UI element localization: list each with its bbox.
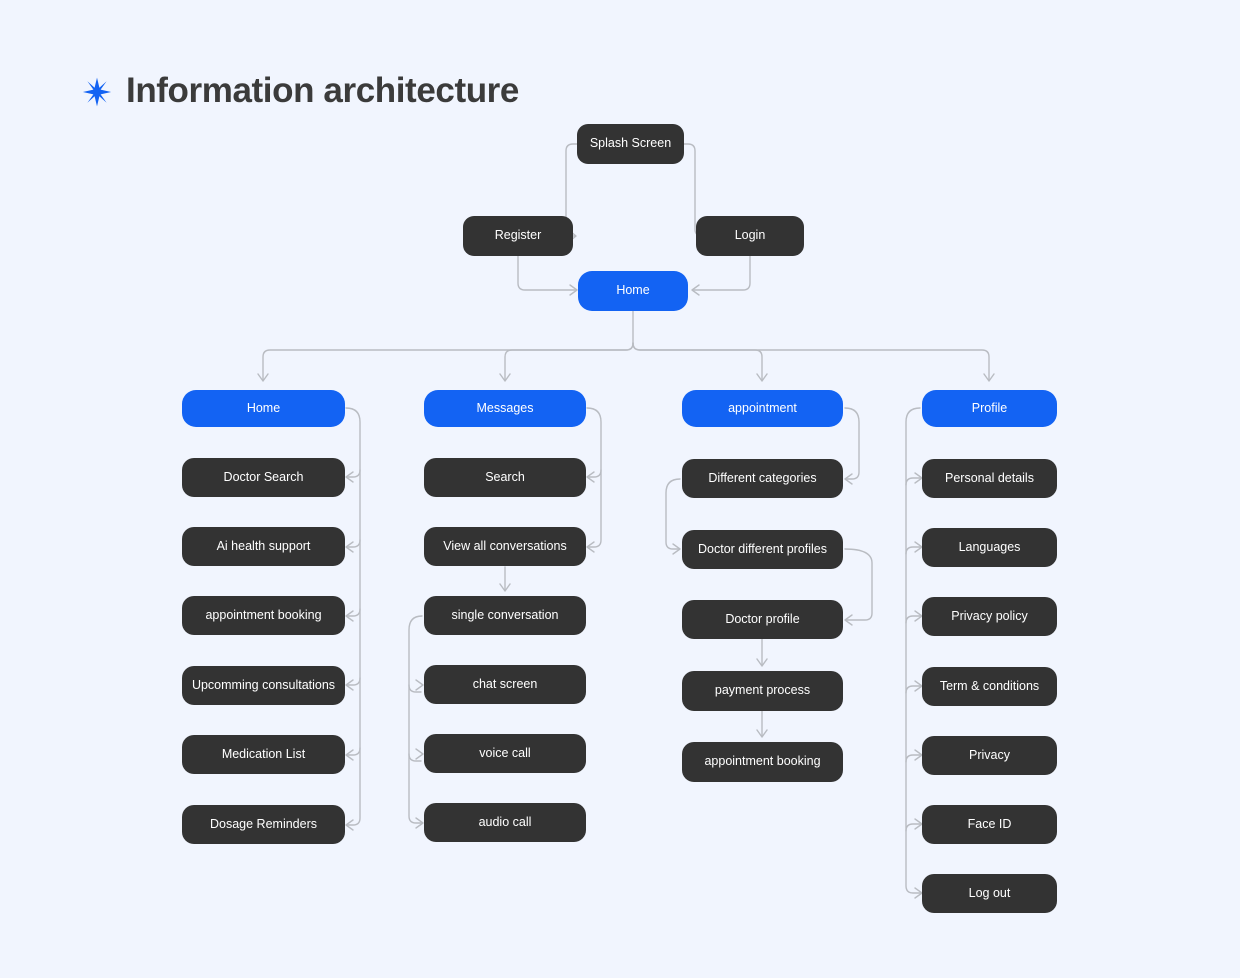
node-appointment-booking[interactable]: appointment booking (682, 742, 843, 782)
node-search[interactable]: Search (424, 458, 586, 497)
node-label: Personal details (945, 470, 1034, 485)
node-label: Home (246, 400, 281, 415)
node-upcomming-consultations[interactable]: Upcomming consultations (182, 666, 345, 705)
node-register[interactable]: Register (463, 216, 573, 256)
column-header-messages[interactable]: Messages (424, 390, 586, 427)
node-label: Splash Screen (589, 136, 672, 151)
node-label: Doctor Search (223, 469, 304, 484)
node-label: appointment booking (704, 754, 821, 769)
node-label: Term & conditions (939, 678, 1040, 693)
node-privacy[interactable]: Privacy (922, 736, 1057, 775)
node-splash-screen[interactable]: Splash Screen (577, 124, 684, 164)
node-label: voice call (479, 745, 531, 760)
node-label: View all conversations (443, 538, 567, 553)
node-ai-health-support[interactable]: Ai health support (182, 527, 345, 566)
node-label: single conversation (451, 607, 559, 622)
node-login[interactable]: Login (696, 216, 804, 256)
node-doctor-different-profiles[interactable]: Doctor different profiles (682, 530, 843, 569)
node-label: Face ID (967, 816, 1012, 831)
node-label: chat screen (472, 676, 538, 691)
node-label: Different categories (708, 470, 817, 485)
page-title: Information architecture (126, 70, 519, 110)
node-label: Privacy policy (951, 608, 1028, 623)
node-label: appointment (728, 400, 797, 415)
node-label: Profile (971, 400, 1008, 415)
node-label: Log out (968, 885, 1011, 900)
node-face-id[interactable]: Face ID (922, 805, 1057, 844)
node-audio-call[interactable]: audio call (424, 803, 586, 842)
page-header: Information architecture (82, 62, 519, 118)
node-label: audio call (478, 814, 532, 829)
node-label: Messages (476, 400, 534, 415)
node-label: Doctor different profiles (698, 541, 827, 556)
sparkle-star-icon (82, 77, 112, 107)
column-header-appointment[interactable]: appointment (682, 390, 843, 427)
node-label: Privacy (969, 747, 1010, 762)
node-label: Login (734, 228, 766, 243)
node-payment-process[interactable]: payment process (682, 671, 843, 711)
node-label: Ai health support (216, 538, 311, 553)
node-label: payment process (714, 683, 811, 698)
node-label: appointment booking (205, 607, 322, 622)
node-label: Dosage Reminders (210, 816, 317, 831)
node-label: Doctor profile (725, 611, 800, 626)
column-header-profile[interactable]: Profile (922, 390, 1057, 427)
node-term-and-conditions[interactable]: Term & conditions (922, 667, 1057, 706)
node-chat-screen[interactable]: chat screen (424, 665, 586, 704)
node-languages[interactable]: Languages (922, 528, 1057, 567)
node-doctor-search[interactable]: Doctor Search (182, 458, 345, 497)
node-label: Home (616, 283, 650, 298)
node-single-conversation[interactable]: single conversation (424, 596, 586, 635)
node-voice-call[interactable]: voice call (424, 734, 586, 773)
node-log-out[interactable]: Log out (922, 874, 1057, 913)
node-personal-details[interactable]: Personal details (922, 459, 1057, 498)
node-medication-list[interactable]: Medication List (182, 735, 345, 774)
node-label: Medication List (221, 746, 306, 761)
node-view-all-conversations[interactable]: View all conversations (424, 527, 586, 566)
node-label: Register (494, 228, 542, 243)
node-doctor-profile[interactable]: Doctor profile (682, 600, 843, 639)
node-label: Languages (958, 539, 1021, 554)
node-different-categories[interactable]: Different categories (682, 459, 843, 498)
node-appointment-booking-home[interactable]: appointment booking (182, 596, 345, 635)
node-label: Upcomming consultations (191, 677, 336, 692)
node-privacy-policy[interactable]: Privacy policy (922, 597, 1057, 636)
column-header-home[interactable]: Home (182, 390, 345, 427)
node-label: Search (485, 469, 525, 484)
node-dosage-reminders[interactable]: Dosage Reminders (182, 805, 345, 844)
node-home-root[interactable]: Home (578, 271, 688, 311)
